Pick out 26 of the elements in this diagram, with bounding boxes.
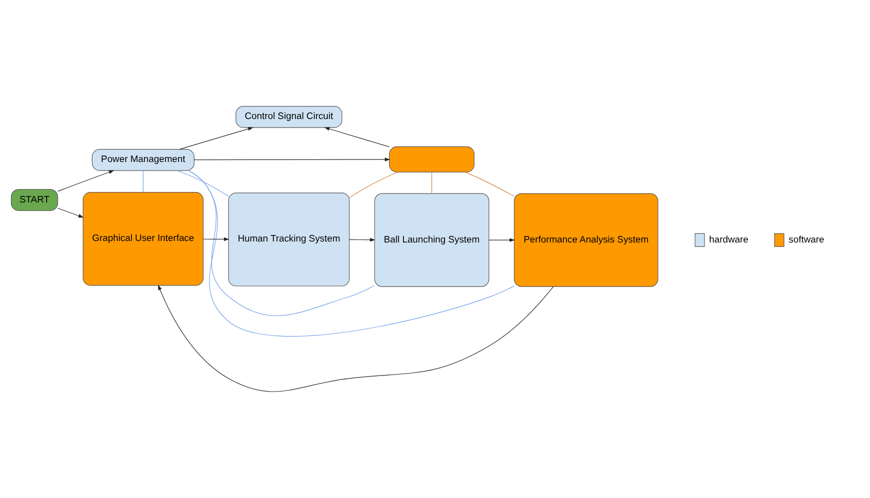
arrow [324,127,390,148]
node-box: Power Management [92,149,194,171]
node-box: Human Tracking System [228,192,350,286]
arrow [194,158,390,162]
node-box: Performance Analysis System [514,193,658,287]
node-box: Ball Launching System [374,193,490,287]
node-box: Control Signal Circuit [236,106,342,128]
connector [431,172,432,194]
connector [188,170,514,336]
arrow [349,238,376,242]
arrow [57,170,114,192]
connector [176,170,229,197]
arrow [179,127,254,150]
connector [142,170,144,193]
arrow [488,238,515,242]
arrow [203,237,230,242]
legend-label: hardware [709,233,748,244]
legend-label: software [788,233,824,244]
connector [188,170,375,316]
connector [464,172,514,197]
node-box: Graphical User Interface [82,192,204,286]
arrow [58,208,84,218]
arrow [158,284,554,392]
connector [349,172,398,198]
node-box: START [10,189,58,211]
node-box [389,146,474,172]
